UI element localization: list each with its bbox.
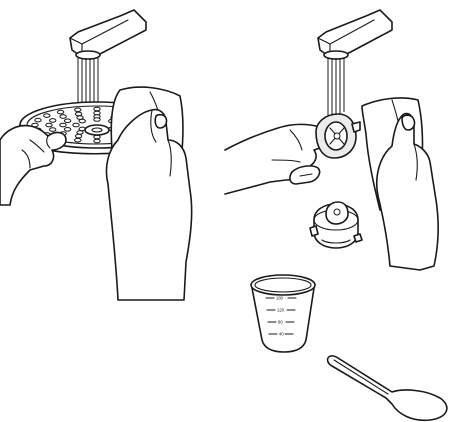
cup-scale-label: 120 bbox=[277, 308, 285, 313]
plate-hole bbox=[35, 118, 41, 122]
plate-hole bbox=[94, 118, 100, 122]
plate-hole bbox=[75, 134, 81, 138]
plate-hole bbox=[46, 123, 52, 127]
plate-hole bbox=[44, 114, 50, 118]
left-hand bbox=[0, 126, 66, 205]
cup-scale-label: 40 bbox=[279, 332, 284, 337]
cup-scale-label: 80 bbox=[278, 320, 283, 325]
faucet-icon bbox=[318, 10, 392, 59]
plate-hole bbox=[50, 119, 56, 123]
plate-hole bbox=[75, 112, 81, 116]
plate-hole bbox=[50, 128, 56, 132]
plate-hole bbox=[73, 123, 79, 127]
rice-paddle bbox=[328, 356, 447, 420]
steam-cap-part bbox=[316, 114, 360, 158]
plate-hole bbox=[57, 110, 63, 114]
plate-hole bbox=[79, 119, 85, 123]
panel-wash-steam-plate bbox=[0, 10, 192, 300]
plate-hole bbox=[64, 119, 70, 123]
panel-wash-steam-cap: 180 120 80 40 bbox=[225, 10, 447, 420]
plate-hole bbox=[94, 107, 100, 111]
steam-cap bbox=[310, 202, 362, 248]
plate-hole bbox=[60, 115, 66, 119]
measuring-cup: 180 120 80 40 bbox=[251, 275, 315, 352]
left-hand bbox=[225, 124, 331, 194]
plate-hole bbox=[75, 138, 81, 142]
plate-hole bbox=[60, 123, 66, 127]
plate-hole bbox=[75, 108, 81, 112]
plate-hole bbox=[64, 128, 70, 132]
plate-hole bbox=[94, 139, 100, 143]
cup-scale-label: 180 bbox=[276, 296, 284, 301]
faucet-icon bbox=[70, 10, 146, 59]
